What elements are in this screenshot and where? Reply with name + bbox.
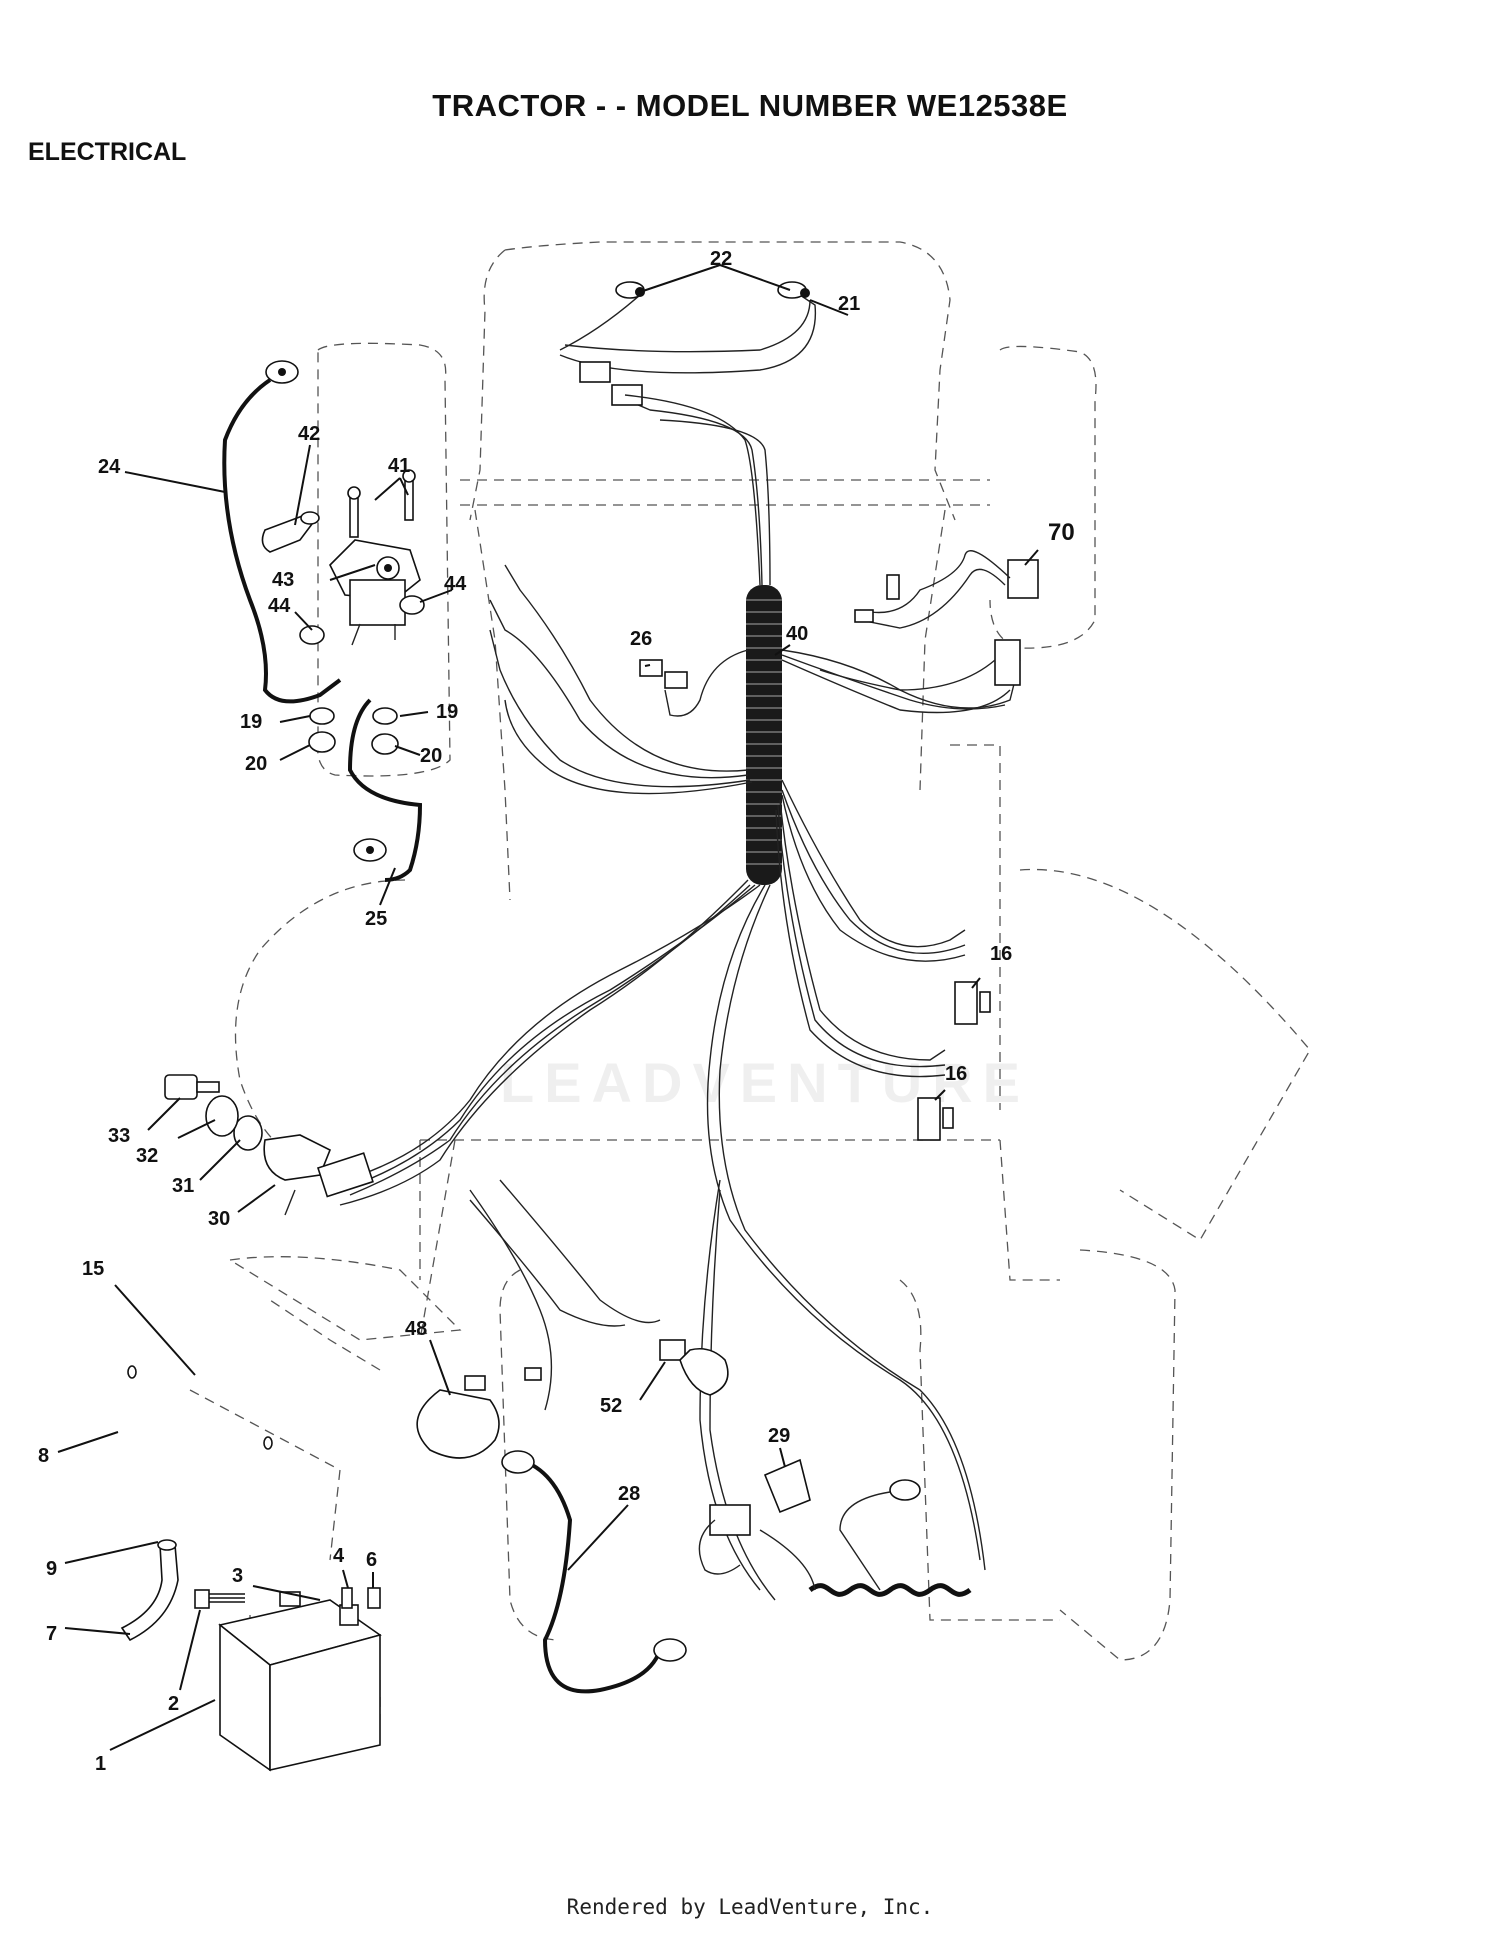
interlock-switch-29 <box>698 1458 972 1597</box>
callout-7: 7 <box>46 1623 57 1645</box>
render-credit: Rendered by LeadVenture, Inc. <box>566 1895 934 1919</box>
callout-8: 8 <box>38 1445 49 1467</box>
callout-43: 43 <box>272 569 294 591</box>
callout-32: 32 <box>136 1145 158 1167</box>
callout-70: 70 <box>1048 519 1075 546</box>
callout-44-right: 44 <box>444 573 467 595</box>
callout-22: 22 <box>710 248 732 270</box>
screws-41 <box>347 469 416 538</box>
callout-20-left: 20 <box>245 753 267 775</box>
callout-19-right: 19 <box>436 701 458 723</box>
nuts-44 <box>299 595 425 645</box>
callout-26: 26 <box>630 628 652 650</box>
callout-33: 33 <box>108 1125 130 1147</box>
callout-9: 9 <box>46 1558 57 1580</box>
callout-15: 15 <box>82 1258 104 1280</box>
callout-29: 29 <box>768 1425 790 1447</box>
callout-25: 25 <box>365 908 387 930</box>
connector-26 <box>639 659 688 689</box>
callout-1: 1 <box>95 1753 106 1775</box>
callout-6: 6 <box>366 1549 377 1571</box>
callout-16-upper: 16 <box>990 943 1012 965</box>
harness-conduit <box>746 585 782 885</box>
callout-labels: 24 42 41 43 44 44 19 19 20 20 25 22 21 2… <box>38 248 1075 1775</box>
tractor-frame-outline <box>189 241 1311 1720</box>
key-33 <box>164 1074 220 1100</box>
callout-3: 3 <box>232 1565 243 1587</box>
bezel-32 <box>205 1095 239 1137</box>
solenoid-43 <box>329 539 421 646</box>
callout-30: 30 <box>208 1208 230 1230</box>
main-wire-harness <box>339 394 1021 1601</box>
callout-44-left: 44 <box>268 595 291 617</box>
callout-28: 28 <box>618 1483 640 1505</box>
switch-70 <box>819 550 1039 691</box>
terminal-boot-42 <box>261 511 320 553</box>
page-title: TRACTOR - - MODEL NUMBER WE12538E <box>432 88 1068 123</box>
callout-24: 24 <box>98 456 121 478</box>
bulb-48 <box>416 1367 542 1459</box>
vent-tube-7 <box>120 1539 179 1642</box>
battery-cable-24 <box>222 360 342 704</box>
callout-40: 40 <box>786 623 808 645</box>
bulb-52 <box>659 1339 729 1396</box>
battery-tray-15 <box>127 1365 273 1450</box>
callout-20-right: 20 <box>420 745 442 767</box>
callout-42: 42 <box>298 423 320 445</box>
washers-19 <box>309 707 398 725</box>
callout-4: 4 <box>333 1545 345 1567</box>
callout-19-left: 19 <box>240 711 262 733</box>
section-heading: ELECTRICAL <box>28 138 187 166</box>
bulbs-22 <box>615 281 810 299</box>
switch-16-lower <box>917 1097 954 1141</box>
callout-52: 52 <box>600 1395 622 1417</box>
ignition-switch-30 <box>263 1134 374 1216</box>
callout-16-lower: 16 <box>945 1063 967 1085</box>
callout-2: 2 <box>168 1693 179 1715</box>
battery-1 <box>218 1599 382 1772</box>
callout-31: 31 <box>172 1175 194 1197</box>
callout-21: 21 <box>838 293 860 315</box>
callout-48: 48 <box>405 1318 427 1340</box>
callout-41: 41 <box>388 455 410 477</box>
callout-leaders <box>57 264 1039 1751</box>
headlight-harness-21 <box>559 294 817 586</box>
switch-16-upper <box>954 981 991 1025</box>
bolt-2 <box>194 1589 245 1609</box>
nuts-20 <box>308 731 399 755</box>
ground-cable-28 <box>501 1450 687 1694</box>
ground-cable-25 <box>347 698 423 882</box>
nut-31 <box>233 1115 263 1151</box>
